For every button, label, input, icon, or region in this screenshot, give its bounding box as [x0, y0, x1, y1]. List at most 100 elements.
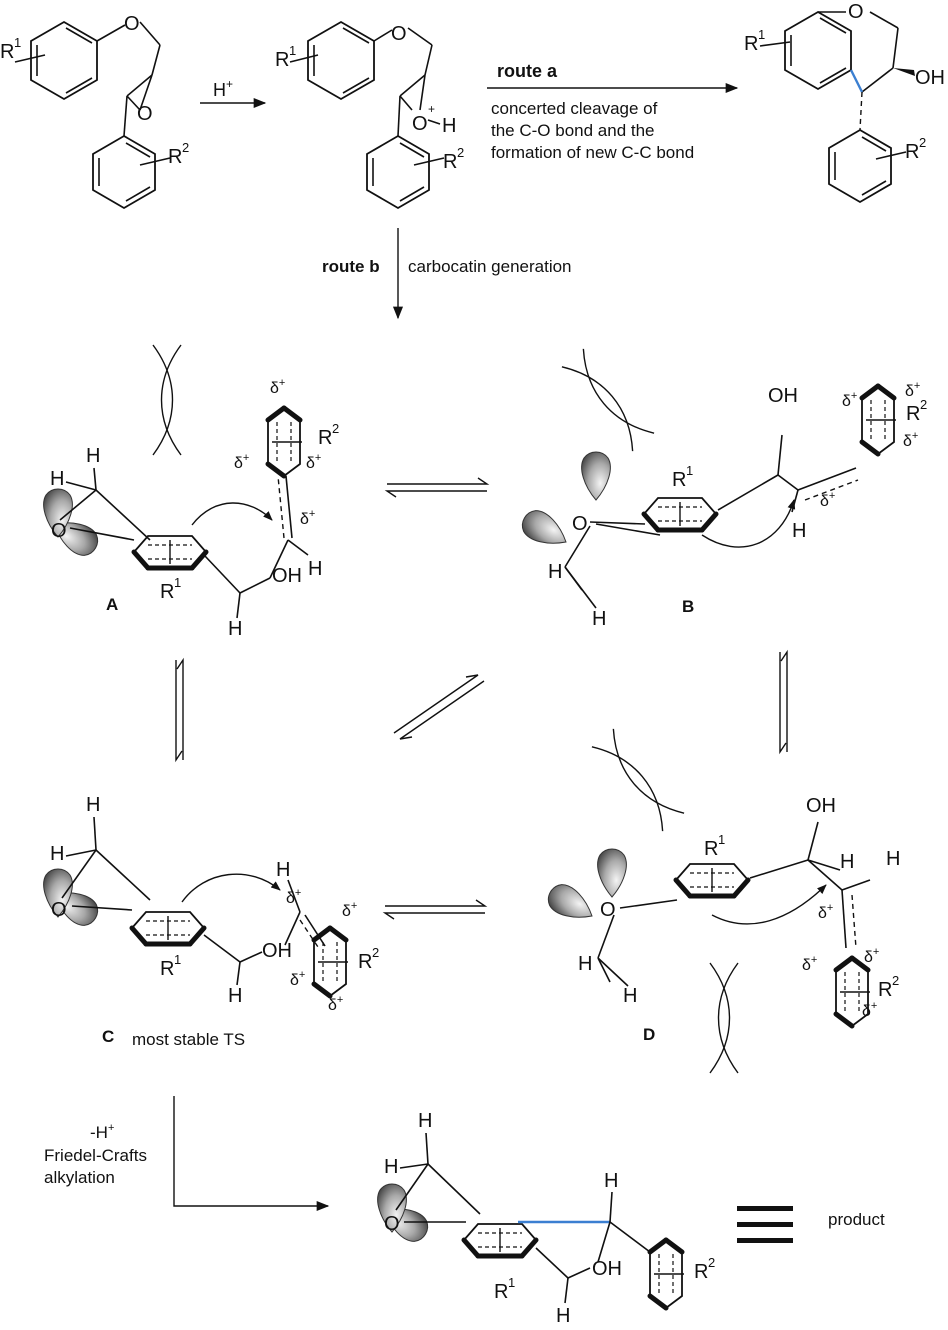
oxonium-h: H [442, 115, 456, 137]
step-line-3: alkylation [44, 1168, 115, 1187]
r1-label: R [160, 581, 174, 603]
o-atom: O [124, 13, 140, 35]
delta-plus: δ+ [270, 377, 285, 397]
h-atom: H [886, 848, 900, 870]
r1-label: R [160, 958, 174, 980]
route-a-desc-3: formation of new C-C bond [491, 143, 694, 162]
r1-sup: 1 [686, 463, 693, 478]
route-b-label: route b [322, 257, 380, 276]
delta-plus: δ+ [802, 954, 817, 974]
o-atom: O [384, 1213, 400, 1235]
route-a-desc-1: concerted cleavage of [491, 99, 658, 118]
h-atom: H [792, 520, 806, 542]
h-atom: H [578, 953, 592, 975]
delta-plus: δ+ [820, 490, 835, 510]
equilibrium-b-d [779, 649, 788, 755]
h-atom: H [384, 1156, 398, 1178]
o-atom: O [137, 103, 153, 125]
transition-state-b: O R 1 H H OH H δ+ δ+ δ+ δ+ R 2 B [516, 348, 927, 630]
r1-label: R [0, 41, 14, 63]
h-atom: H [604, 1170, 618, 1192]
transition-state-d: O R 1 H H OH H H δ+ δ+ δ+ δ+ R 2 D [542, 728, 900, 1074]
transition-state-c: O H H R 1 H OH H δ+ δ+ δ+ δ+ R 2 C most … [43, 794, 379, 1049]
r1-sup: 1 [14, 35, 21, 50]
route-a-desc-2: the C-O bond and the [491, 121, 655, 140]
delta-plus: δ+ [864, 946, 879, 966]
h-atom: H [840, 851, 854, 873]
r1-label: R [494, 1281, 508, 1303]
h-atom: H [276, 859, 290, 881]
r1-sup: 1 [758, 27, 765, 42]
r1-sup: 1 [508, 1275, 515, 1290]
route-b-desc: carbocatin generation [408, 257, 572, 276]
oh-group: OH [262, 940, 292, 962]
r2-sup: 2 [919, 135, 926, 150]
r2-label: R [694, 1261, 708, 1283]
oh-group: OH [915, 67, 945, 89]
acid-label: H+ [213, 77, 233, 100]
h-atom: H [50, 843, 64, 865]
reactant-epoxide: O O R 1 R 2 [0, 13, 189, 210]
delta-plus: δ+ [306, 452, 321, 472]
r2-sup: 2 [372, 945, 379, 960]
h-atom: H [592, 608, 606, 630]
r2-label: R [443, 151, 457, 173]
r2-label: R [878, 979, 892, 1001]
protonated-epoxide: O O + H R 1 R 2 [275, 20, 464, 210]
delta-plus: δ+ [290, 969, 305, 989]
delta-plus: δ+ [905, 380, 920, 400]
r1-label: R [672, 469, 686, 491]
equilibrium-a-b [384, 477, 490, 498]
equilibrium-c-d [382, 899, 488, 920]
state-d-label: D [643, 1025, 655, 1044]
oh-group: OH [592, 1258, 622, 1280]
equilibrium-a-c [175, 657, 184, 763]
r1-label: R [275, 49, 289, 71]
o-atom: O [391, 23, 407, 45]
h-atom: H [418, 1110, 432, 1132]
oxonium-plus: + [428, 102, 435, 116]
h-atom: H [308, 558, 322, 580]
delta-plus: δ+ [818, 902, 833, 922]
h-atom: H [228, 618, 242, 640]
h-atom: H [556, 1305, 570, 1327]
r1-sup: 1 [289, 43, 296, 58]
r1-sup: 1 [174, 575, 181, 590]
delta-plus: δ+ [234, 452, 249, 472]
delta-plus: δ+ [862, 1000, 877, 1020]
delta-plus: δ+ [328, 994, 343, 1014]
friedel-crafts-step: -H+ Friedel-Crafts alkylation [44, 1096, 330, 1212]
r2-sup: 2 [892, 973, 899, 988]
delta-plus: δ+ [342, 900, 357, 920]
delta-plus: δ+ [842, 390, 857, 410]
r1-label: R [744, 33, 758, 55]
h-atom: H [548, 561, 562, 583]
r2-sup: 2 [920, 397, 927, 412]
oh-group: OH [768, 385, 798, 407]
state-c-note: most stable TS [132, 1030, 245, 1049]
oxonium-o: O [412, 113, 428, 135]
equivalence-sign [737, 1206, 793, 1243]
step-line-2: Friedel-Crafts [44, 1146, 147, 1165]
state-b-label: B [682, 597, 694, 616]
state-c-label: C [102, 1027, 114, 1046]
r2-label: R [358, 951, 372, 973]
o-atom: O [51, 520, 67, 542]
r2-label: R [318, 427, 332, 449]
r1-sup: 1 [174, 952, 181, 967]
route-a-label: route a [497, 61, 558, 81]
oh-group: OH [272, 565, 302, 587]
r2-sup: 2 [457, 145, 464, 160]
equilibrium-b-c [393, 674, 485, 740]
r2-sup: 2 [708, 1255, 715, 1270]
h-atom: H [50, 468, 64, 490]
r2-sup: 2 [332, 421, 339, 436]
delta-plus: δ+ [300, 508, 315, 528]
r1-label: R [704, 838, 718, 860]
h-atom: H [623, 985, 637, 1007]
delta-plus: δ+ [286, 887, 301, 907]
final-intermediate: O H H R 1 H OH H R 2 [376, 1110, 715, 1327]
o-atom: O [572, 513, 588, 535]
r1-sup: 1 [718, 832, 725, 847]
